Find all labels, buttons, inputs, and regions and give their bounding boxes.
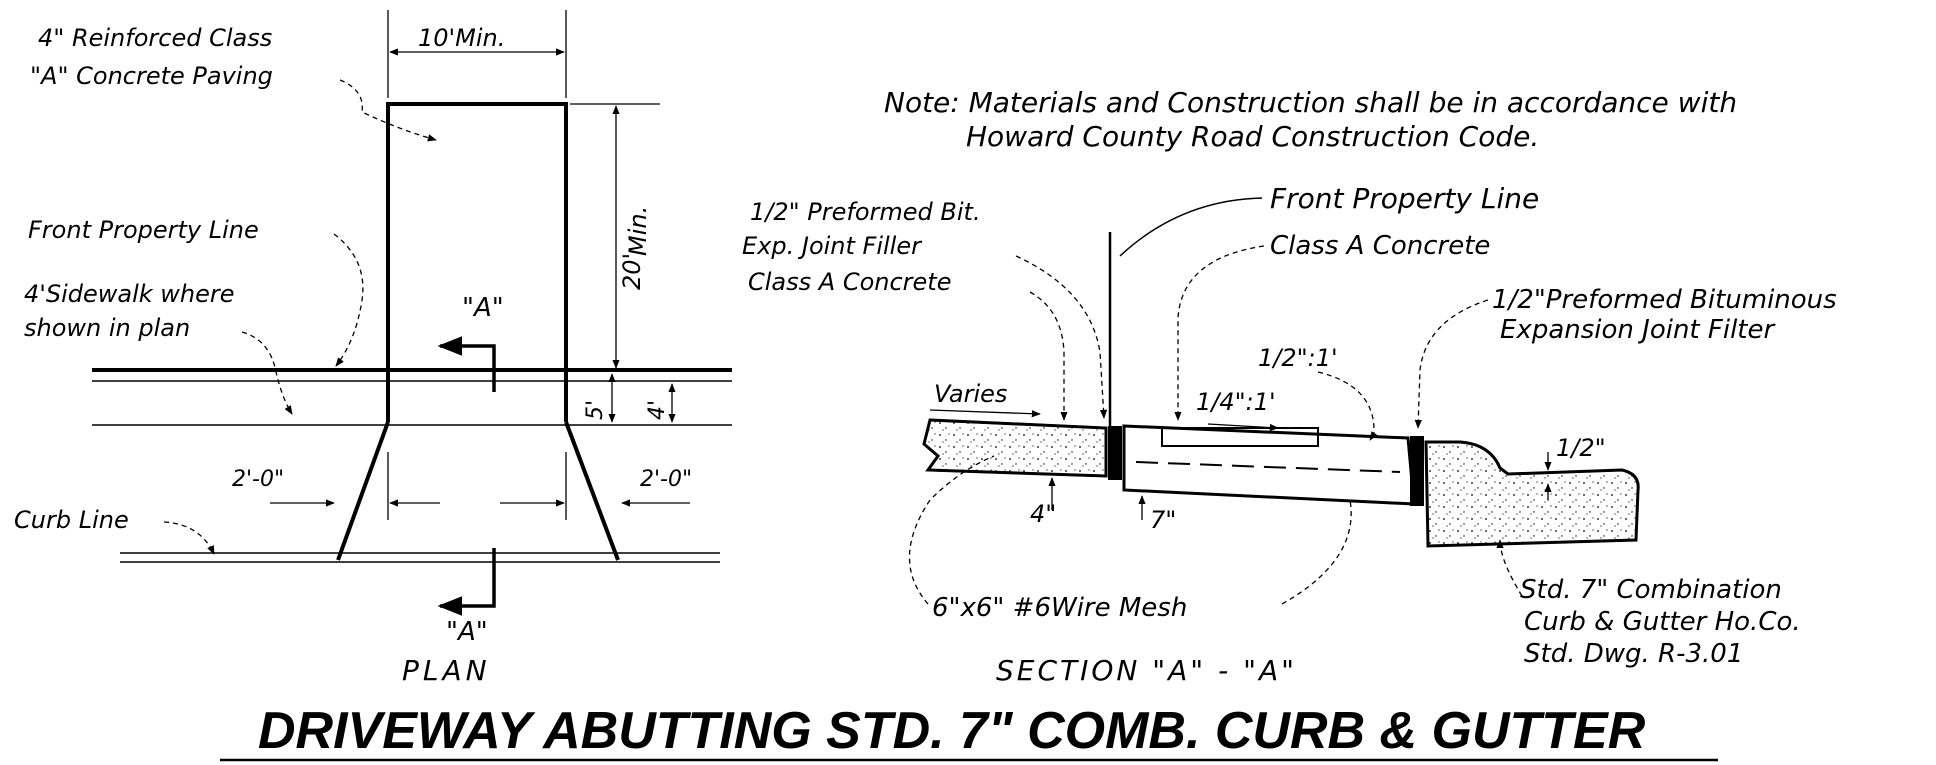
section-mark-top: "A" — [462, 293, 504, 323]
front-property-line-label: Front Property Line — [28, 216, 259, 244]
wire-mesh-label: 6"x6" #6Wire Mesh — [932, 593, 1187, 623]
paving-label-line2: "A" Concrete Paving — [30, 62, 273, 90]
bit-joint-label-line1: 1/2"Preformed Bituminous — [1492, 285, 1837, 315]
half-inch-label: 1/2" — [1556, 434, 1606, 462]
note-line1: Note: Materials and Construction shall b… — [884, 86, 1737, 119]
thick-4-label: 4" — [1030, 500, 1056, 528]
driveway-flare-left — [336, 421, 390, 561]
flare-left-label: 2'-0" — [232, 467, 284, 492]
section-caption: SECTION "A" - "A" — [996, 654, 1297, 687]
wire-mesh-strip — [1161, 427, 1319, 447]
joint-label-line1: 1/2" Preformed Bit. — [750, 198, 981, 226]
section-view: Note: Materials and Construction shall b… — [742, 86, 1837, 687]
section-cut-arrow-top — [437, 336, 496, 392]
class-a-right-label: Class A Concrete — [1270, 231, 1490, 261]
section-front-property-label: Front Property Line — [1270, 182, 1539, 215]
curb-label-line2: Curb & Gutter Ho.Co. — [1524, 607, 1801, 637]
paving-label-line1: 4" Reinforced Class — [38, 24, 272, 52]
length-dim-min: Min. — [624, 206, 652, 256]
curb-label-line3: Std. Dwg. R-3.01 — [1524, 639, 1743, 669]
driveway-flare-right — [564, 421, 620, 561]
driveway-outline — [386, 102, 568, 422]
plan-caption: PLAN — [402, 654, 491, 687]
drawing-title: DRIVEWAY ABUTTING STD. 7" COMB. CURB & G… — [258, 702, 1646, 760]
flare-right-label: 2'-0" — [640, 467, 692, 492]
sidewalk-label-line2: shown in plan — [24, 314, 190, 342]
curb-line-label: Curb Line — [14, 506, 129, 534]
note-line2: Howard County Road Construction Code. — [966, 120, 1539, 153]
curb-and-gutter — [1424, 440, 1640, 548]
varies-label: Varies — [934, 380, 1007, 408]
length-dim-label: 20' — [618, 253, 646, 290]
driveway-slab — [1122, 424, 1416, 506]
sidewalk-slab — [922, 418, 1108, 478]
joint-filler-right — [1410, 436, 1424, 506]
slope-quarter-label: 1/4":1' — [1196, 388, 1276, 416]
dim-4-label: 4' — [645, 400, 670, 420]
width-dim-label: 10'Min. — [418, 24, 505, 52]
thick-7-label: 7" — [1150, 506, 1176, 534]
slope-half-label: 1/2":1' — [1258, 344, 1338, 372]
plan-view: 10'Min. 20' Min. 5' 4' 2'-0" 2'-0" "A" "… — [14, 10, 732, 687]
joint-filler-left — [1108, 426, 1122, 480]
bit-joint-label-line2: Expansion Joint Filter — [1500, 315, 1776, 345]
section-mark-bottom: "A" — [446, 617, 488, 647]
class-a-left-label: Class A Concrete — [748, 268, 951, 296]
dim-5-label: 5' — [583, 400, 608, 420]
sidewalk-label-line1: 4'Sidewalk where — [24, 280, 235, 308]
curb-label-line1: Std. 7" Combination — [1520, 575, 1782, 605]
joint-label-line2: Exp. Joint Filler — [742, 232, 923, 260]
section-cut-arrow-bottom — [437, 548, 496, 616]
